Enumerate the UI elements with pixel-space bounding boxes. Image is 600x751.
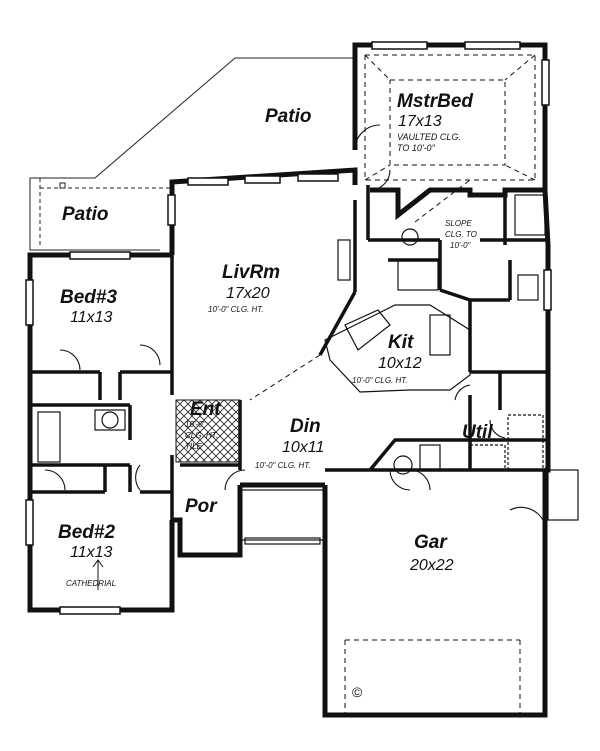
utility-label: Util (462, 422, 493, 443)
entry-note-3: TILE (185, 442, 203, 451)
dining-size: 10x11 (282, 439, 324, 456)
bed2-note: CATHEDRIAL (66, 579, 116, 588)
entry-label: Ent (190, 399, 221, 420)
garage-label: Gar (414, 532, 448, 553)
ceiling-lines (249, 54, 536, 715)
patio-left-label: Patio (62, 204, 108, 225)
master-bath-note-1: SLOPE (445, 219, 472, 228)
ceiling-arrow-icon (92, 559, 104, 590)
entry-note-1: 10'-0" (185, 420, 207, 429)
porch-label: Por (185, 496, 218, 517)
master-bed-label: MstrBed (397, 91, 473, 112)
kitchen-label: Kit (388, 332, 414, 353)
door-swings (44, 124, 547, 541)
living-room-note: 10'-0" CLG. HT. (208, 305, 264, 314)
bed3-label: Bed#3 (60, 287, 117, 308)
kitchen-size: 10x12 (378, 355, 422, 372)
dining-label: Din (290, 416, 321, 437)
kitchen-note: 10'-0" CLG. HT. (352, 376, 408, 385)
windows (25, 41, 552, 615)
master-bed-size: 17x13 (398, 113, 442, 130)
entry-tile (175, 399, 241, 463)
kitchen-counters (324, 304, 471, 393)
master-bath-note-3: 10'-0" (450, 241, 472, 250)
bed2-label: Bed#2 (58, 522, 115, 543)
master-bed-note-2: TO 10'-0" (397, 143, 436, 153)
living-room-size: 17x20 (226, 285, 270, 302)
copyright-mark: © (352, 684, 363, 700)
patio-outline (29, 57, 355, 251)
living-room-label: LivRm (222, 262, 280, 283)
bed3-size: 11x13 (70, 309, 113, 326)
fixtures (37, 194, 546, 475)
entry-note-2: CLG. HT. (185, 431, 218, 440)
garage-size: 20x22 (409, 557, 454, 574)
master-bath-note-2: CLG. TO (445, 230, 477, 239)
porch-steps (239, 469, 579, 545)
master-bed-note-1: VAULTED CLG. (397, 132, 461, 142)
bed2-size: 11x13 (70, 544, 113, 561)
patio-top-label: Patio (265, 106, 311, 127)
dining-note: 10'-0" CLG. HT. (255, 461, 311, 470)
